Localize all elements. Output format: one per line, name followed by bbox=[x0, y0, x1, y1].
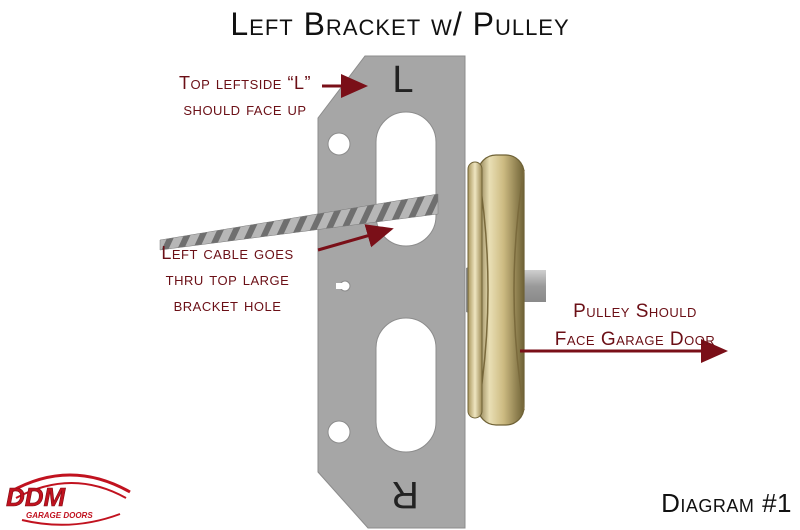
annotation-line: Pulley Should bbox=[573, 301, 697, 322]
annotation-cable: Left cable goes thru top large bracket h… bbox=[135, 240, 320, 318]
logo-tagline-text: GARAGE DOORS bbox=[26, 511, 93, 520]
bracket-letter-l: L bbox=[392, 59, 413, 101]
bottom-small-hole bbox=[327, 420, 351, 444]
bottom-large-slot bbox=[375, 317, 437, 453]
annotation-line: Face Garage Door bbox=[554, 329, 716, 350]
pulley bbox=[467, 154, 525, 426]
arrow-to-cable-hole bbox=[317, 224, 394, 252]
annotation-line: should face up bbox=[183, 99, 307, 119]
annotation-line: thru top large bbox=[165, 269, 290, 289]
top-small-hole bbox=[327, 132, 351, 156]
annotation-line: Top leftside “L” bbox=[179, 73, 311, 93]
annotation-line: Left cable goes bbox=[161, 243, 294, 263]
logo-brand-text: DDM bbox=[6, 482, 67, 512]
ddm-garage-doors-logo: DDM GARAGE DOORS bbox=[6, 473, 131, 526]
diagram-title: Left Bracket w/ Pulley bbox=[230, 6, 570, 42]
annotation-pulley: Pulley Should Face Garage Door bbox=[520, 298, 750, 354]
keyhole-slot bbox=[336, 280, 351, 292]
bracket-letter-r: R bbox=[391, 473, 418, 515]
annotation-top-l: Top leftside “L” should face up bbox=[160, 70, 330, 122]
top-large-slot bbox=[375, 111, 437, 247]
diagram-number: Diagram #1 bbox=[661, 488, 792, 518]
cable bbox=[159, 193, 439, 251]
annotation-line: bracket hole bbox=[173, 295, 282, 315]
